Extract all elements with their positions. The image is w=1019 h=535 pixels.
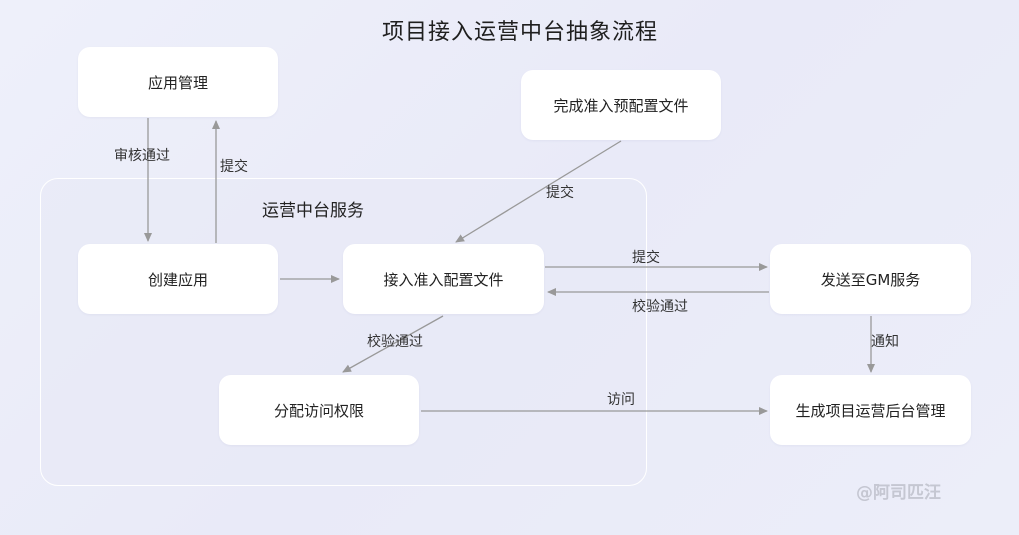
node-backend-management: 生成项目运营后台管理	[770, 375, 971, 445]
edge-verify-down	[342, 315, 444, 373]
edge-label-notify: 通知	[871, 334, 899, 350]
edge-label-approve: 审核通过	[114, 148, 170, 164]
edge-label-submit-right: 提交	[632, 250, 660, 266]
edge-label-verify-back: 校验通过	[632, 299, 688, 315]
node-app-management: 应用管理	[78, 47, 278, 117]
node-gm-service: 发送至GM服务	[770, 244, 971, 314]
edge-label-visit: 访问	[607, 392, 635, 408]
edge-label-submit-top: 提交	[546, 185, 574, 201]
node-assign-permission: 分配访问权限	[219, 375, 419, 445]
node-access-config-file: 接入准入配置文件	[343, 244, 544, 314]
node-preconfig-file: 完成准入预配置文件	[521, 70, 721, 140]
edge-label-submit-left: 提交	[220, 159, 248, 175]
ops-platform-group-label: 运营中台服务	[262, 201, 364, 221]
watermark: @阿司匹汪	[856, 483, 941, 503]
edge-submit-preconfig	[455, 140, 622, 243]
edge-label-verify-down: 校验通过	[367, 334, 423, 350]
node-create-app: 创建应用	[78, 244, 278, 314]
diagram-title: 项目接入运营中台抽象流程	[381, 20, 658, 45]
